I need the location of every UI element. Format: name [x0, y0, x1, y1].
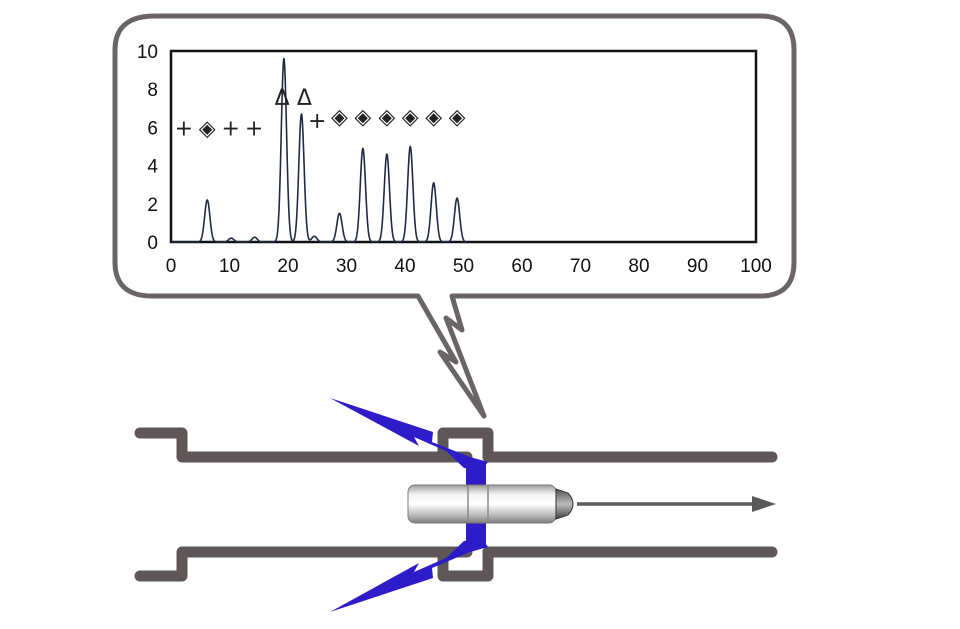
x-tick-label: 50: [453, 256, 474, 277]
y-tick-label: 0: [147, 233, 158, 254]
upper-signal-bolt-icon: [330, 398, 488, 470]
peak-marker: ◈: [402, 105, 419, 130]
peak-marker: Δ: [297, 86, 312, 111]
peak-marker: ◈: [378, 105, 395, 130]
peak-marker: Δ: [275, 86, 290, 111]
spectrum-curve: [170, 57, 467, 243]
probe-nose-cap: [555, 488, 574, 520]
peak-marker: ◈: [199, 116, 216, 141]
y-tick-label: 8: [147, 80, 158, 101]
x-tick-label: 30: [336, 256, 357, 277]
lower-left-pipe-wall: [134, 546, 473, 582]
lower-signal-bolt-icon: [330, 539, 488, 612]
pipe-assembly: [134, 427, 778, 582]
probe-device: [407, 484, 574, 524]
y-tick-label: 6: [147, 118, 158, 139]
x-tick-label: 0: [166, 256, 177, 277]
peak-marker: ◈: [425, 105, 442, 130]
peak-marker: ◈: [449, 105, 466, 130]
y-axis-ticks: 0 2 4 6 8 10: [137, 42, 159, 254]
signal-bar-upper: [466, 462, 486, 487]
upper-left-pipe-wall: [134, 427, 473, 463]
plot-frame: [169, 49, 758, 244]
y-tick-label: 2: [147, 195, 158, 216]
x-tick-label: 60: [511, 256, 532, 277]
x-tick-label: 100: [740, 256, 772, 277]
peak-marker: +: [245, 116, 263, 141]
x-tick-label: 10: [219, 256, 240, 277]
peak-marker: +: [221, 116, 239, 141]
probe-body: [407, 484, 557, 524]
x-tick-label: 40: [394, 256, 415, 277]
x-tick-label: 20: [277, 256, 298, 277]
signal-bar-lower: [466, 523, 486, 548]
wireless-signal: [330, 398, 488, 612]
x-tick-label: 70: [570, 256, 591, 277]
peak-marker: ◈: [354, 105, 371, 130]
lower-flange: [437, 546, 494, 582]
x-tick-label: 80: [628, 256, 649, 277]
peak-marker: +: [175, 116, 193, 141]
upper-flange: [437, 427, 494, 463]
peak-marker: +: [308, 109, 326, 134]
y-tick-label: 10: [137, 42, 158, 63]
motion-arrow-icon: [577, 496, 776, 512]
x-axis-ticks: 0 10 20 30 40 50 60 70 80 90 100: [166, 256, 772, 277]
x-tick-label: 90: [687, 256, 708, 277]
peak-marker: ◈: [331, 105, 348, 130]
y-tick-label: 4: [147, 157, 158, 178]
